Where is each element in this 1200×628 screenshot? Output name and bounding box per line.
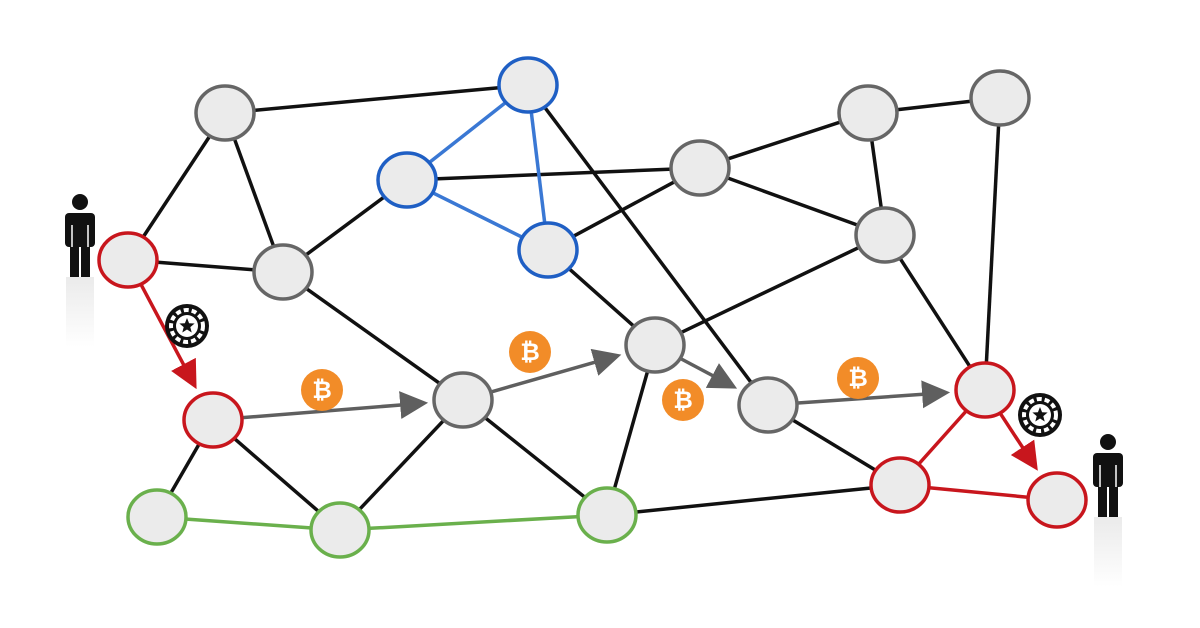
edge-C-D (434, 167, 673, 181)
edge-Q-R (367, 514, 580, 531)
node-E[interactable] (837, 84, 899, 142)
edge-P-Q (184, 517, 313, 530)
node-C[interactable] (376, 151, 438, 209)
edge-E-H (870, 140, 883, 208)
node-K[interactable] (624, 316, 686, 374)
edge-L-M (240, 391, 429, 420)
node-Q[interactable] (309, 501, 371, 559)
edge-S-O (917, 409, 968, 466)
bitcoin-icon: ₿ (837, 357, 879, 399)
edge-S-T (927, 485, 1030, 500)
node-S[interactable] (869, 456, 931, 514)
node-R[interactable] (576, 486, 638, 544)
bitcoin-icon: ₿ (509, 331, 551, 373)
edge-D-H (725, 175, 860, 228)
edge-R-S (634, 486, 873, 514)
casino-chip-icon (165, 304, 209, 348)
node-F[interactable] (969, 69, 1031, 127)
node-L[interactable] (182, 391, 244, 449)
edge-I-J (155, 260, 256, 272)
person-icon (65, 194, 95, 347)
node-O[interactable] (954, 361, 1016, 419)
edge-O-T (998, 412, 1038, 471)
node-D[interactable] (669, 139, 731, 197)
node-I[interactable] (97, 231, 159, 289)
edge-B-C (427, 100, 508, 165)
edge-H-O (898, 257, 972, 368)
edge-L-Q (233, 437, 320, 513)
edge-N-S (791, 418, 877, 472)
casino-chip-icon (1018, 393, 1062, 437)
edge-K-R (612, 371, 650, 489)
svg-text:₿: ₿ (848, 364, 868, 392)
edge-M-R (483, 416, 587, 499)
node-J[interactable] (252, 243, 314, 301)
node-M[interactable] (432, 371, 494, 429)
edge-K-N (678, 356, 738, 389)
bitcoin-icon: ₿ (301, 369, 343, 411)
node-G[interactable] (517, 221, 579, 279)
edge-D-E (726, 120, 842, 161)
edge-D-G (571, 179, 677, 239)
edge-L-P (169, 443, 201, 494)
svg-text:₿: ₿ (520, 338, 540, 366)
edge-B-N (543, 106, 753, 384)
edge-E-F (895, 99, 973, 112)
edge-M-Q (357, 419, 446, 511)
node-B[interactable] (497, 56, 559, 114)
edge-A-I (141, 135, 212, 238)
edge-A-B (252, 85, 501, 113)
edge-J-C (304, 195, 386, 257)
node-A[interactable] (194, 84, 256, 142)
node-P[interactable] (126, 488, 188, 546)
edge-B-G (529, 112, 547, 223)
bitcoin-icon: ₿ (662, 379, 704, 421)
edge-A-J (232, 138, 276, 247)
edge-M-K (489, 348, 622, 394)
edge-C-G (431, 190, 524, 240)
edge-K-H (679, 245, 861, 335)
node-T[interactable] (1026, 471, 1088, 529)
edge-F-O (984, 125, 1001, 363)
svg-text:₿: ₿ (673, 386, 693, 414)
edge-N-O (795, 380, 951, 409)
node-H[interactable] (854, 206, 916, 264)
svg-text:₿: ₿ (312, 376, 332, 404)
edge-J-M (304, 286, 442, 386)
edge-G-K (567, 267, 636, 328)
person-icon (1093, 434, 1123, 587)
node-N[interactable] (737, 376, 799, 434)
